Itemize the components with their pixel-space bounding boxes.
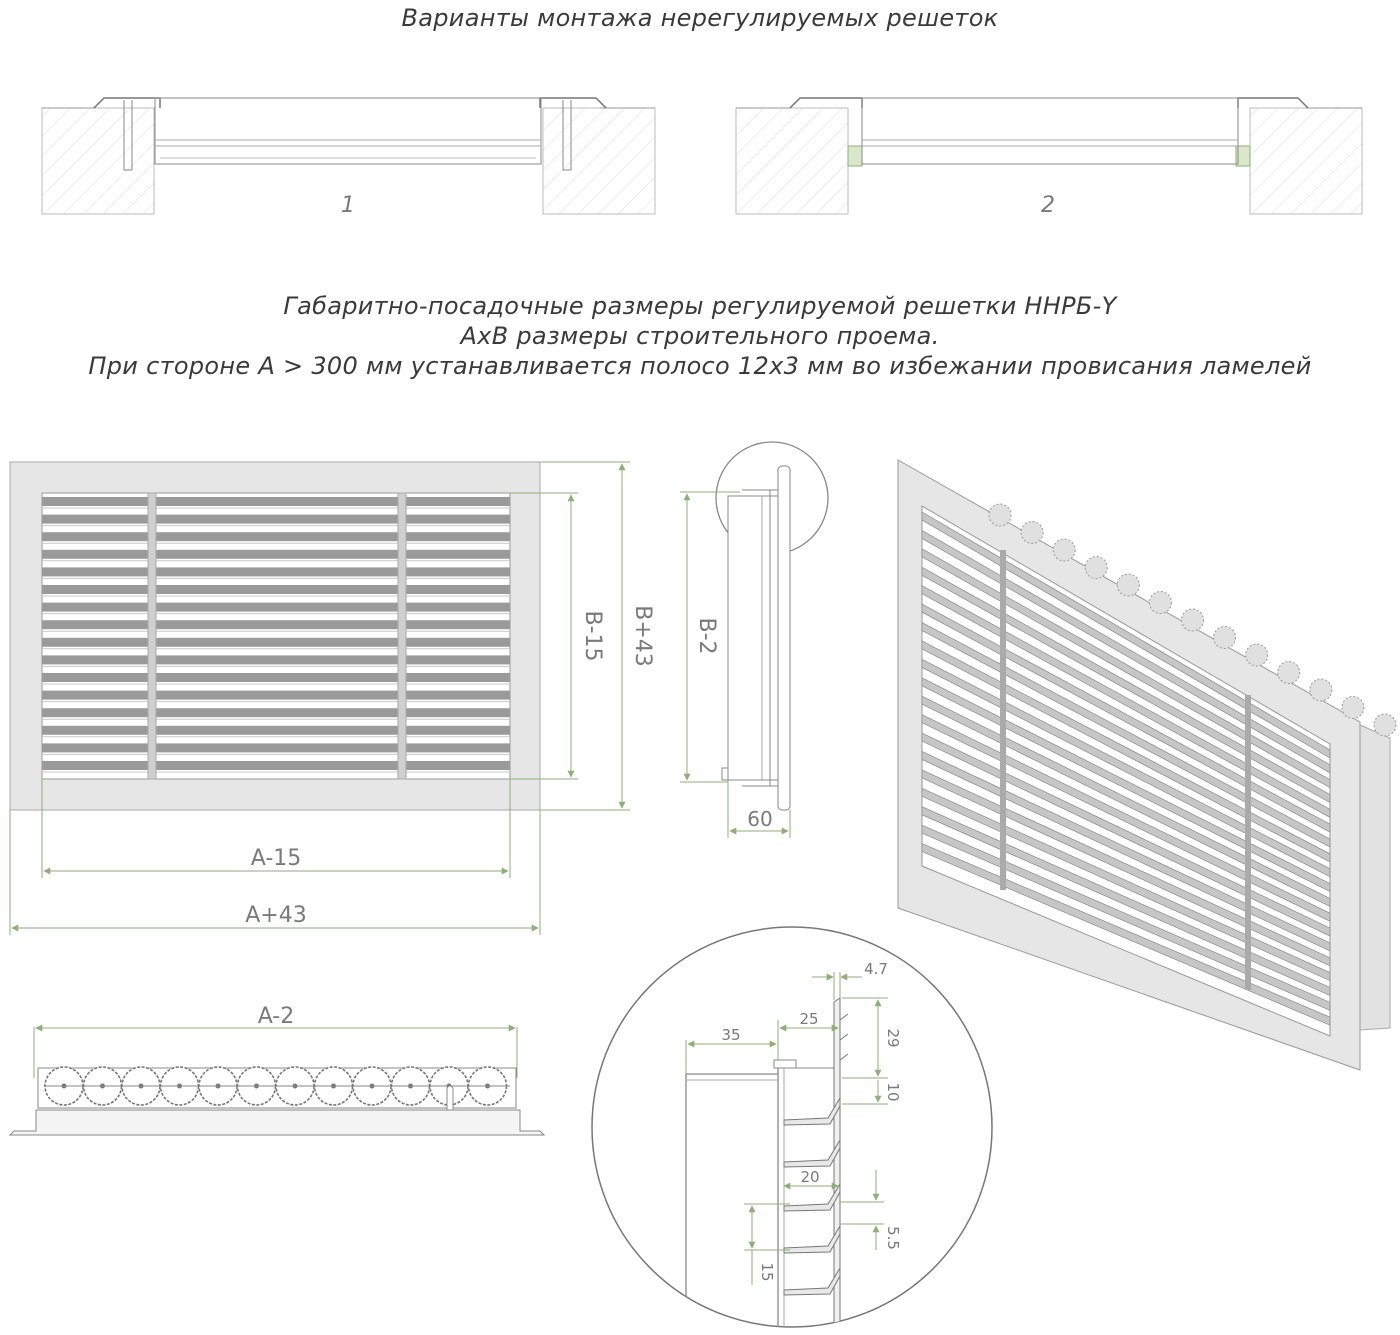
perspective-slat [921, 529, 1331, 774]
dimensions-title-line3: При стороне А > 300 мм устанавливается п… [88, 352, 1312, 380]
dim-25: 25 [799, 1010, 818, 1028]
perspective-gear [1084, 556, 1108, 579]
perspective-slat [921, 806, 1331, 997]
grille-slat [42, 637, 510, 647]
perspective-gear [1373, 713, 1397, 737]
perspective-slat [921, 585, 1331, 818]
grille-slat [42, 690, 510, 700]
side-view: B-2 60 [680, 441, 829, 838]
dim-5-5: 5.5 [884, 1226, 902, 1250]
detail-slat [783, 1224, 841, 1254]
grille-slat [42, 655, 510, 665]
perspective-slat [921, 603, 1331, 833]
perspective-slat [921, 824, 1331, 1011]
dim-35: 35 [721, 1026, 740, 1044]
grille-slat [42, 602, 510, 612]
dim-a-43: A+43 [245, 903, 306, 928]
grille-slat [42, 514, 510, 524]
detail-flange-teeth [839, 1013, 849, 1061]
grille-slat [42, 585, 510, 594]
perspective-gear [1245, 643, 1269, 667]
grille-slat [42, 549, 510, 559]
perspective-slat [921, 714, 1331, 922]
perspective-slat [921, 695, 1331, 907]
front-view: B-15 B+43 A-15 A+43 [9, 461, 655, 935]
variant-1-label: 1 [341, 193, 355, 218]
wall-right [542, 107, 656, 215]
detail-slat [783, 1096, 841, 1126]
grille-slat [42, 725, 510, 735]
grille-perspective-slats [921, 511, 1331, 1026]
perspective-slat [921, 640, 1331, 863]
dim-b-43: B+43 [630, 605, 655, 667]
perspective-slat [921, 658, 1331, 878]
dim-b-2: B-2 [694, 617, 719, 654]
perspective-slat [921, 787, 1331, 982]
grille-slat [42, 673, 510, 682]
wall-left [735, 107, 849, 215]
dim-10: 10 [884, 1082, 902, 1101]
perspective-slat [921, 843, 1331, 1026]
dim-a-2: A-2 [258, 1004, 295, 1029]
grille-side-flange [777, 465, 791, 811]
grille-slat [42, 620, 510, 630]
perspective-gear [1052, 538, 1076, 562]
dim-15: 15 [758, 1262, 776, 1281]
perspective-slat [921, 566, 1331, 804]
mounting-variant-2: 2 [735, 97, 1363, 218]
perspective-gear [1148, 591, 1172, 614]
detail-circle [591, 926, 993, 1328]
perspective-gear [1181, 608, 1204, 632]
detail-slats [783, 1013, 849, 1296]
perspective-slat [921, 750, 1331, 952]
dimensions-title-line1: Габаритно-посадочные размеры регулируемо… [283, 292, 1117, 320]
dim-29: 29 [884, 1028, 902, 1047]
perspective-slat [921, 769, 1331, 967]
mounting-title: Варианты монтажа нерегулируемых решеток [401, 4, 999, 32]
perspective-gear [1309, 678, 1333, 702]
wall-right [1249, 107, 1363, 215]
perspective-slat [921, 548, 1331, 789]
top-view-flange [8, 1109, 546, 1136]
perspective-gear [988, 503, 1012, 527]
variant-2-label: 2 [1041, 193, 1055, 218]
top-view-body [37, 1067, 517, 1109]
grille-perspective-gears [988, 503, 1397, 737]
dim-a-15: A-15 [251, 846, 302, 871]
detail-slat [783, 1266, 841, 1296]
dimensions-title-line2: AxB размеры строительного проема. [460, 322, 940, 350]
grille-slat [42, 532, 510, 542]
detail-slat [783, 1138, 841, 1168]
top-view-gears [44, 1066, 510, 1106]
top-view: A-2 [8, 1004, 546, 1136]
wall-left [41, 107, 155, 215]
perspective-slat [921, 621, 1331, 848]
detail-view: 35 25 4.7 29 10 20 5.5 15 [591, 926, 993, 1328]
grille-side-body [727, 495, 781, 781]
perspective-slat [921, 511, 1331, 759]
dim-20: 20 [800, 1168, 819, 1186]
perspective-slat [921, 677, 1331, 893]
grille-slat [42, 497, 510, 506]
perspective-view [897, 459, 1397, 1071]
perspective-gear [1277, 661, 1301, 684]
perspective-gear [1020, 521, 1044, 544]
perspective-slat [921, 732, 1331, 937]
grille-slat [42, 708, 510, 718]
grille-slats [42, 497, 510, 773]
perspective-gear [1116, 573, 1140, 597]
grille-slat [42, 743, 510, 753]
perspective-gear [1341, 696, 1365, 719]
grille-slat [42, 567, 510, 577]
mounting-frame-right [1235, 145, 1251, 167]
mounting-variant-1: 1 [41, 97, 656, 218]
dim-b-15: B-15 [580, 610, 605, 661]
dim-4-7: 4.7 [864, 960, 888, 978]
dim-depth-60: 60 [747, 807, 772, 831]
mounting-frame-left [847, 145, 863, 167]
detail-slat [783, 1182, 841, 1212]
grille-slat [42, 761, 510, 770]
perspective-gear [1213, 626, 1237, 649]
